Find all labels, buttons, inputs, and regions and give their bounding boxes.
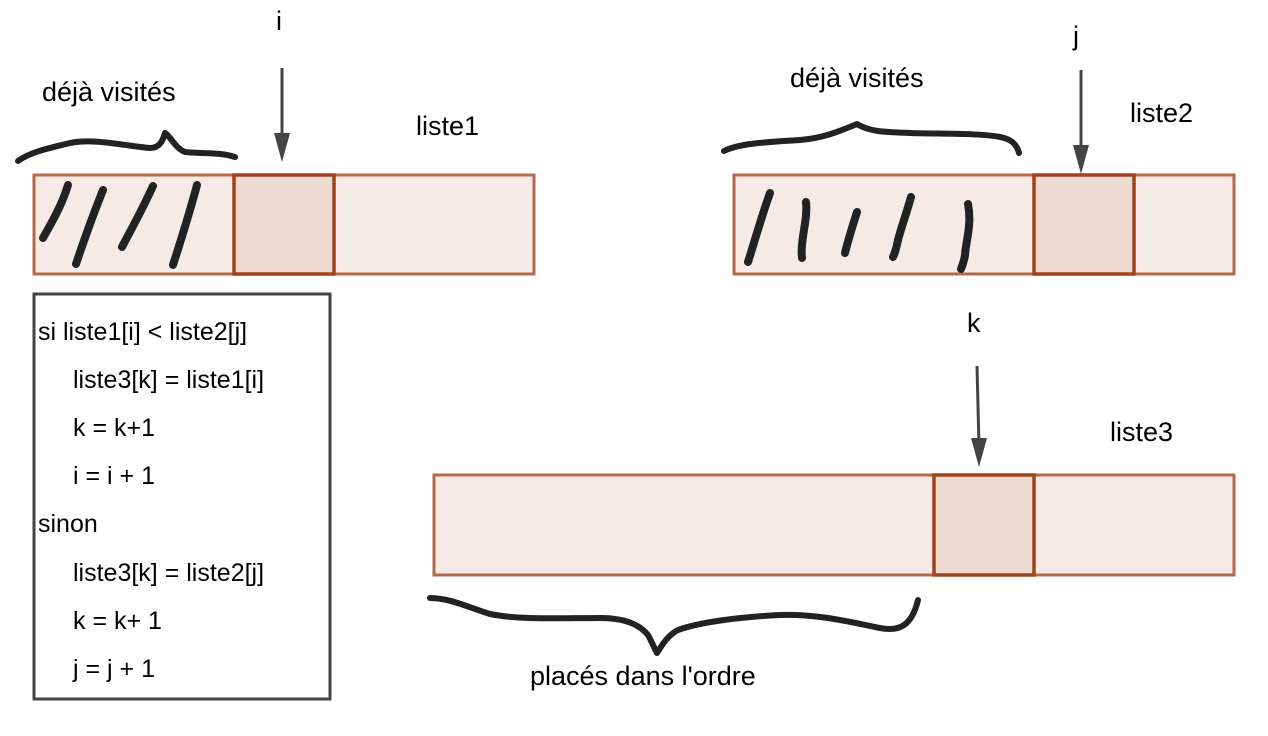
code-line: si liste1[i] < liste2[j] — [38, 318, 247, 346]
list3-current-cell — [932, 473, 1036, 577]
list2-current-cell — [1032, 173, 1136, 276]
hatch-mark — [72, 186, 107, 268]
pointer-j-label: j — [1072, 21, 1079, 51]
list1-label: liste1 — [416, 111, 479, 141]
list2-label: liste2 — [1130, 98, 1193, 128]
pointer-i-arrowhead — [274, 133, 290, 162]
hatch-mark — [841, 208, 861, 257]
pointer-i-label: i — [276, 6, 282, 36]
code-line: liste3[k] = liste1[i] — [73, 366, 264, 394]
list2-visited-brace — [721, 121, 1022, 156]
list1-group: liste1 déjà visités — [15, 77, 536, 276]
hatch-mark — [169, 181, 201, 269]
list3-placed-label: placés dans l'ordre — [530, 661, 756, 691]
list1-visited-label: déjà visités — [42, 77, 176, 107]
code-line: liste3[k] = liste2[j] — [73, 559, 264, 587]
list2-bar — [732, 173, 1236, 276]
hatch-mark — [118, 182, 157, 251]
pointer-k-label: k — [967, 308, 981, 338]
pointer-j-arrowhead — [1073, 145, 1089, 174]
code-box: si liste1[i] < liste2[j] liste3[k] = lis… — [32, 292, 332, 701]
pointer-i: i — [274, 6, 290, 162]
hatch-mark — [744, 189, 774, 266]
list2-visited-label: déjà visités — [790, 63, 924, 93]
list3-group: liste3 placés dans l'ordre — [427, 417, 1236, 691]
list1-visited-hatches — [39, 181, 201, 269]
hatch-mark — [39, 181, 72, 242]
list1-current-cell — [232, 173, 336, 276]
pointer-k-shaft — [975, 365, 981, 447]
list3-placed-brace — [427, 595, 921, 656]
hatch-mark — [957, 200, 974, 273]
code-line: j = j + 1 — [72, 655, 155, 683]
hatch-mark — [889, 193, 915, 261]
list3-label: liste3 — [1110, 417, 1173, 447]
code-line: sinon — [38, 510, 98, 538]
list3-bar — [432, 473, 1236, 577]
pointer-j: j — [1072, 21, 1089, 174]
hatch-mark — [797, 198, 811, 262]
code-line: k = k+1 — [73, 414, 155, 442]
pointer-k-arrowhead — [971, 438, 987, 467]
pointer-k: k — [967, 308, 987, 467]
code-box-frame — [32, 292, 332, 701]
list2-group: liste2 déjà visités — [721, 63, 1236, 276]
list2-visited-hatches — [744, 189, 974, 273]
code-line: k = k+ 1 — [73, 607, 162, 635]
list1-visited-brace — [15, 130, 238, 164]
code-line: i = i + 1 — [73, 462, 155, 490]
